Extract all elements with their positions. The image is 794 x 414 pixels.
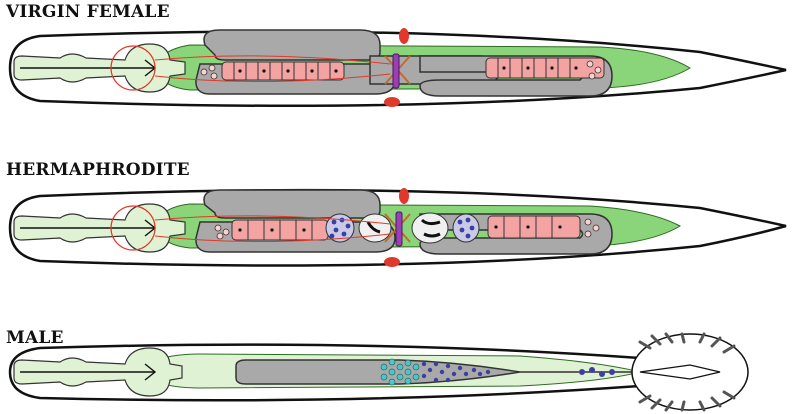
hsn-cell-bottom — [384, 257, 400, 267]
male-worm — [10, 334, 748, 410]
anterior-gonad-arm — [204, 190, 380, 218]
posterior-oocytes — [488, 216, 580, 238]
vulva — [396, 212, 402, 246]
virgin-female-worm — [10, 28, 786, 107]
hsn-cell-top — [399, 28, 409, 44]
male-tail-fan — [632, 334, 748, 410]
hsn-cell-top — [399, 188, 409, 204]
vulva — [393, 54, 399, 88]
spermatheca-posterior — [453, 214, 479, 242]
hermaphrodite-worm — [10, 188, 786, 267]
hsn-cell-bottom — [384, 97, 400, 107]
